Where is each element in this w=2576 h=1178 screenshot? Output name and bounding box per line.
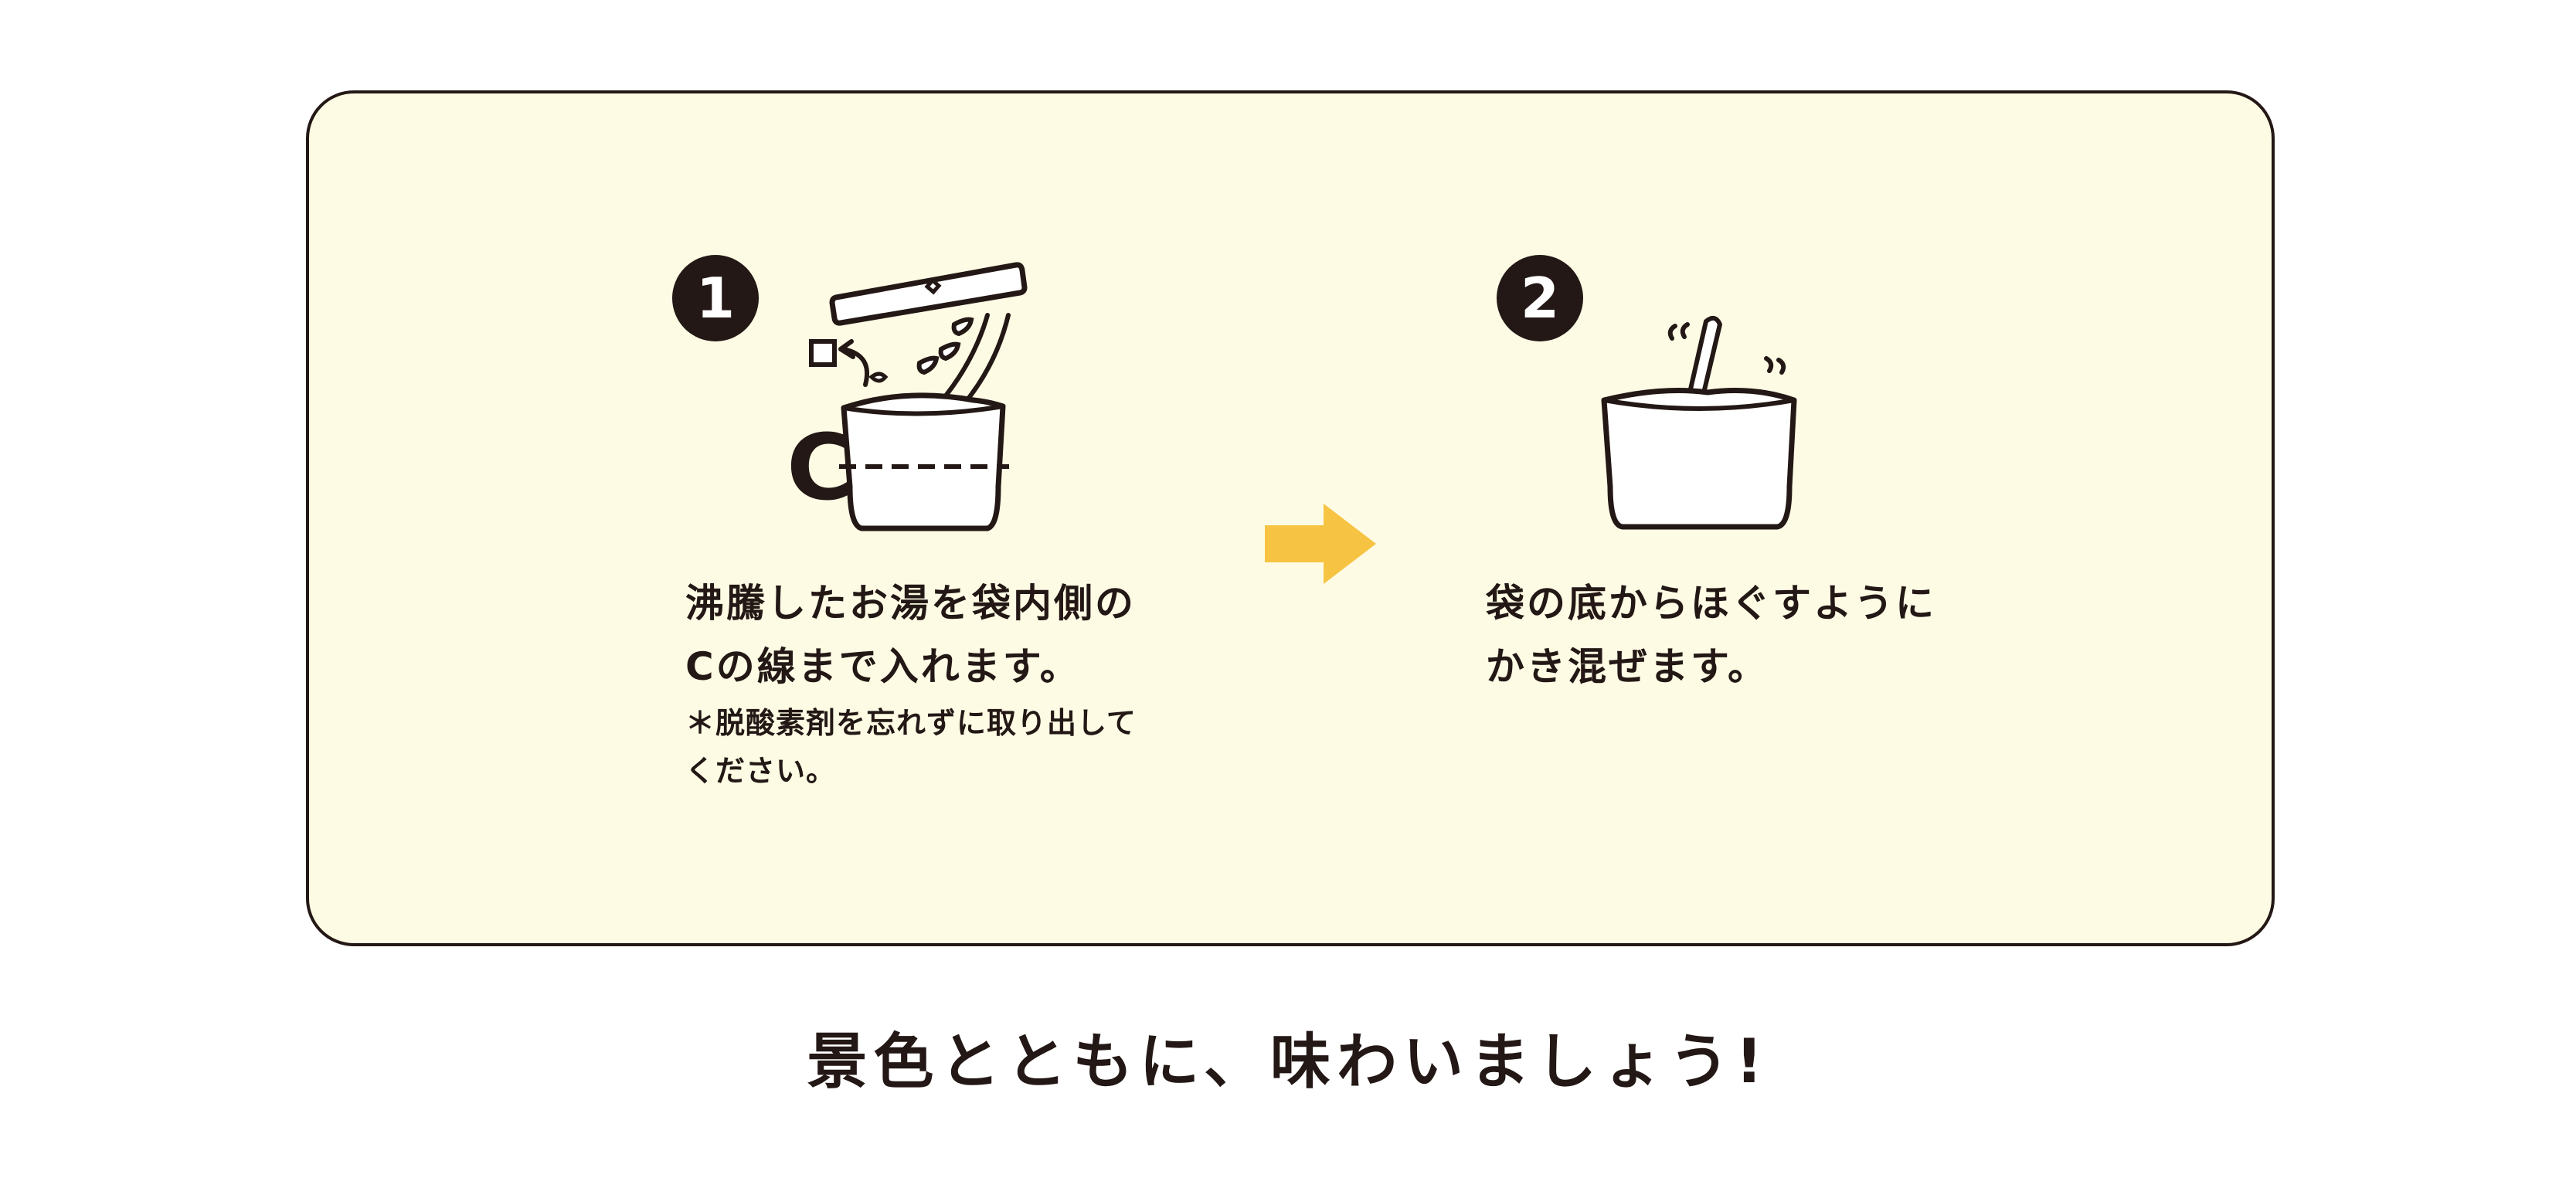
- torn-strip-icon: [829, 262, 1028, 326]
- remove-arrow-icon: [841, 347, 870, 387]
- step-2-line-1: 袋の底からほぐすように: [1486, 581, 1936, 626]
- water-drops-icon: [916, 313, 1011, 406]
- c-line-marker-label: C: [787, 414, 854, 521]
- step-1-number-badge: 1: [672, 255, 759, 341]
- step-1-line-2: Cの線まで入れます。: [685, 644, 1081, 689]
- right-arrow-icon: [1265, 504, 1376, 584]
- step-2-instruction: 袋の底からほぐすように かき混ぜます。: [1486, 572, 1980, 698]
- tagline: 景色とともに、味わいましょう!: [807, 1027, 1769, 1097]
- pouch-bag-icon: [839, 392, 1009, 531]
- pour-hot-water-into-bag-icon: C: [742, 255, 1066, 533]
- step-1-note-line-1: ＊脱酸素剤を忘れずに取り出して: [685, 706, 1137, 740]
- step-2-number-badge: 2: [1497, 255, 1583, 341]
- stir-bag-with-spoon-icon: [1592, 309, 1808, 541]
- instructions-panel: [306, 90, 2275, 946]
- step-1-instruction: 沸騰したお湯を袋内側の Cの線まで入れます。: [685, 572, 1180, 698]
- step-1-note-line-2: ください。: [685, 754, 837, 788]
- step-1-note: ＊脱酸素剤を忘れずに取り出して ください。: [685, 699, 1180, 795]
- step-2-line-2: かき混ぜます。: [1486, 644, 1769, 689]
- motion-marks-icon: [1667, 322, 1786, 375]
- oxygen-absorber-icon: [809, 339, 837, 367]
- pouch-bag-icon: [1601, 388, 1797, 530]
- step-1-line-1: 沸騰したお湯を袋内側の: [685, 581, 1136, 626]
